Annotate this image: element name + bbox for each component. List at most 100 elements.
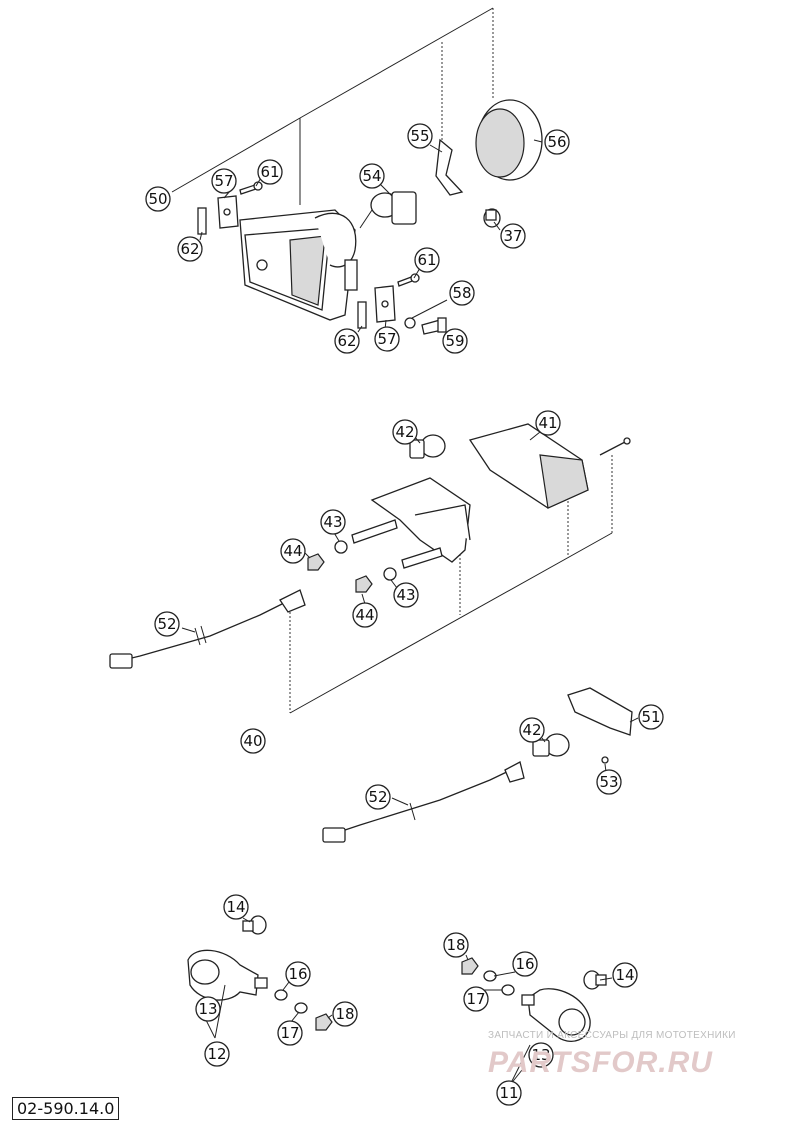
svg-text:44: 44	[283, 542, 302, 560]
washer-43-bottom	[383, 567, 397, 581]
indicator-lens-13-left	[187, 949, 268, 1001]
svg-text:18: 18	[335, 1005, 354, 1023]
svg-text:43: 43	[323, 513, 342, 531]
svg-text:42: 42	[522, 721, 541, 739]
svg-text:13: 13	[531, 1046, 550, 1064]
cable-52-tail	[109, 589, 306, 669]
callout-16: 16	[512, 951, 538, 977]
svg-text:40: 40	[243, 732, 262, 750]
callout-13: 13	[195, 996, 221, 1022]
washer-58	[404, 317, 416, 329]
callout-50: 50	[145, 186, 171, 212]
svg-text:62: 62	[180, 240, 199, 258]
callout-56: 56	[544, 129, 570, 155]
callout-62: 62	[334, 328, 360, 354]
callout-61: 61	[414, 247, 440, 273]
tail-lens-41	[468, 423, 589, 509]
nut-44-top	[307, 553, 325, 571]
svg-text:54: 54	[362, 167, 381, 185]
indicator-lens-13-right	[521, 988, 591, 1042]
stud-bottom	[401, 547, 443, 569]
headlight-group	[171, 7, 543, 335]
svg-text:18: 18	[446, 936, 465, 954]
headlight-housing	[239, 209, 358, 321]
nut-44-bottom	[355, 575, 373, 593]
watermark-brand: PARTSFOR.RU	[488, 1046, 713, 1079]
tail-housing	[370, 477, 471, 563]
taillight-group	[109, 423, 631, 714]
svg-text:37: 37	[503, 227, 522, 245]
svg-text:52: 52	[157, 615, 176, 633]
callout-40: 40	[240, 728, 266, 754]
callout-41: 41	[535, 410, 561, 436]
screw-61-bottom	[397, 273, 420, 287]
bracket-57-top	[217, 195, 239, 229]
washer-16-left	[274, 989, 288, 1001]
svg-text:14: 14	[615, 966, 634, 984]
svg-text:58: 58	[452, 284, 471, 302]
bulb-14-left	[242, 915, 267, 935]
reflector-ring-56	[475, 99, 543, 181]
washer-43-top	[334, 540, 348, 554]
bracket-57-bottom	[374, 285, 396, 323]
callout-11: 11	[496, 1080, 522, 1106]
callout-57: 57	[211, 168, 237, 194]
clip-62-bottom	[357, 301, 367, 329]
callout-61: 61	[257, 159, 283, 185]
svg-text:16: 16	[288, 965, 307, 983]
callout-44: 44	[352, 602, 378, 628]
washer-17-left	[294, 1002, 308, 1014]
bolt-59	[421, 317, 447, 335]
svg-text:57: 57	[377, 330, 396, 348]
svg-text:44: 44	[355, 606, 374, 624]
nut-18-right	[461, 957, 479, 975]
svg-text:55: 55	[410, 127, 429, 145]
callout-52: 52	[365, 784, 391, 810]
svg-text:61: 61	[260, 163, 279, 181]
svg-text:51: 51	[641, 708, 660, 726]
callout-18: 18	[443, 932, 469, 958]
svg-text:16: 16	[515, 955, 534, 973]
callout-17: 17	[277, 1020, 303, 1046]
callout-13: 13	[528, 1042, 554, 1068]
svg-text:57: 57	[214, 172, 233, 190]
clip-62-top	[197, 207, 207, 235]
callout-52: 52	[154, 611, 180, 637]
screw-53	[601, 756, 609, 764]
license-light-51	[567, 687, 633, 736]
svg-text:11: 11	[499, 1084, 518, 1102]
callout-17: 17	[463, 986, 489, 1012]
svg-text:56: 56	[547, 133, 566, 151]
callout-18: 18	[332, 1001, 358, 1027]
callout-59: 59	[442, 328, 468, 354]
stud-top	[351, 519, 398, 544]
svg-text:13: 13	[198, 1000, 217, 1018]
svg-text:59: 59	[445, 332, 464, 350]
callout-12: 12	[204, 1041, 230, 1067]
callout-55: 55	[407, 123, 433, 149]
callout-53: 53	[596, 769, 622, 795]
svg-text:42: 42	[395, 423, 414, 441]
callout-16: 16	[285, 961, 311, 987]
svg-text:12: 12	[207, 1045, 226, 1063]
callout-58: 58	[449, 280, 475, 306]
callout-42: 42	[519, 717, 545, 743]
svg-text:50: 50	[148, 190, 167, 208]
callout-62: 62	[177, 236, 203, 262]
svg-text:52: 52	[368, 788, 387, 806]
license-light-group	[322, 687, 633, 843]
bulb-54	[359, 191, 417, 229]
callout-14: 14	[612, 962, 638, 988]
svg-text:41: 41	[538, 414, 557, 432]
cable-52-license	[322, 761, 525, 843]
diagram-code-label: 02-590.14.0	[12, 1097, 120, 1120]
callout-43: 43	[393, 582, 419, 608]
callout-leaders	[181, 139, 639, 1023]
svg-text:62: 62	[337, 332, 356, 350]
bulb-37	[483, 208, 501, 228]
callout-37: 37	[500, 223, 526, 249]
svg-text:53: 53	[599, 773, 618, 791]
bulb-42-tail	[409, 434, 446, 459]
callout-44: 44	[280, 538, 306, 564]
